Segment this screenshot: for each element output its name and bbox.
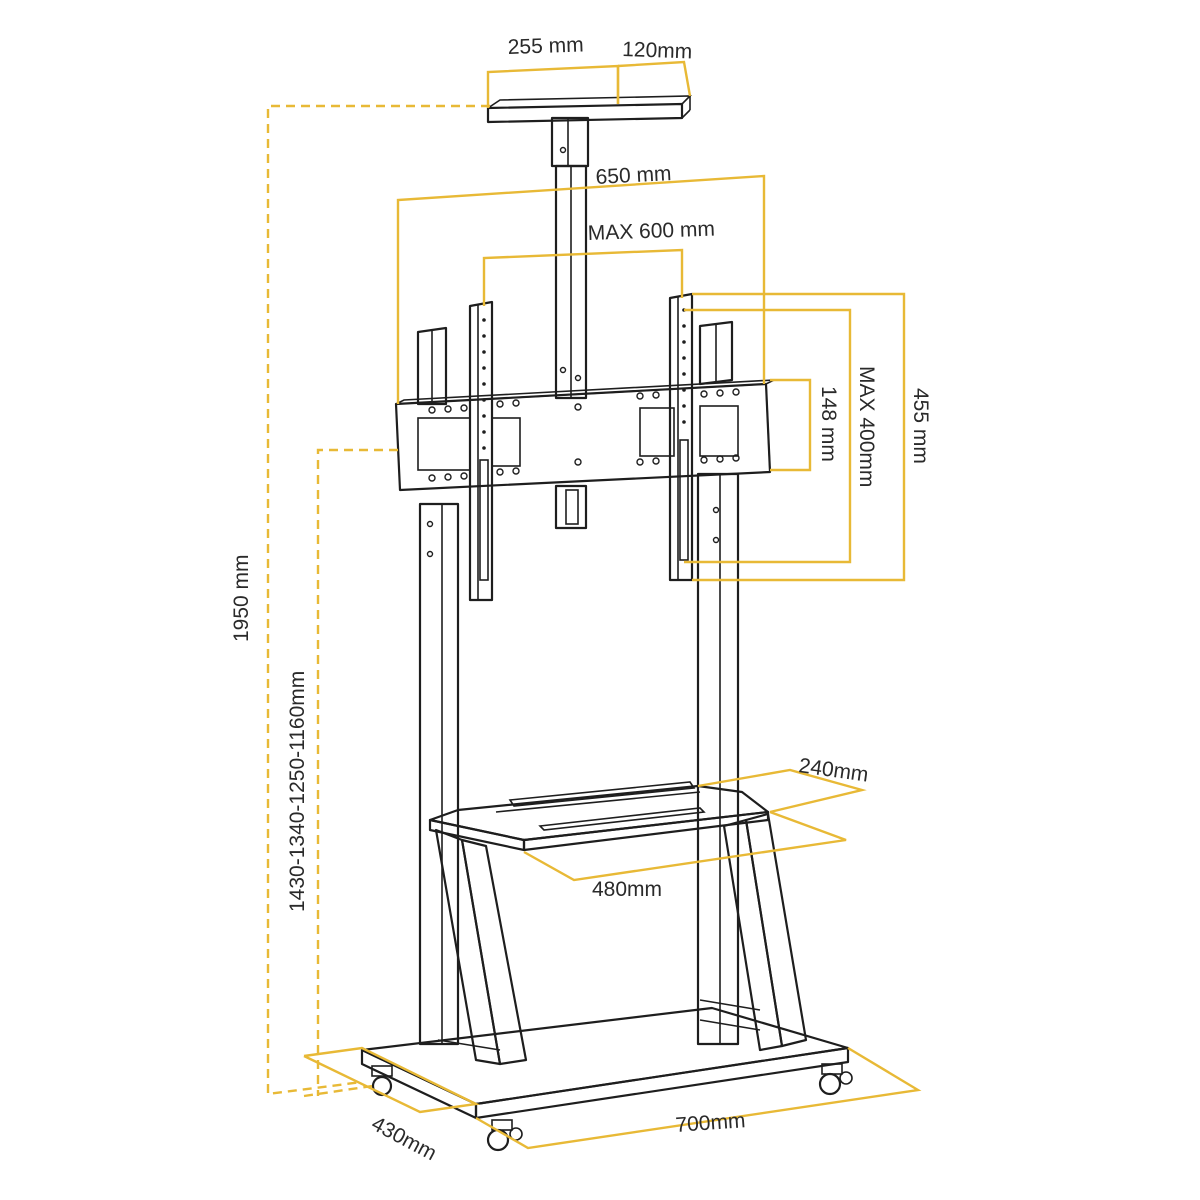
total-height-dimension <box>266 104 490 1096</box>
middle-shelf <box>428 781 770 852</box>
tray-dimension-lines <box>486 60 692 108</box>
camera-tray <box>486 95 692 124</box>
lower-frame-right <box>699 812 808 1052</box>
mount-width-label: 650 mm <box>595 162 672 189</box>
mount-width-dimension <box>396 174 766 404</box>
center-column <box>550 116 590 530</box>
base-width-label: 700mm <box>675 1109 746 1137</box>
base-depth-label: 430mm <box>368 1112 441 1165</box>
right-upright <box>696 320 740 1046</box>
lower-frame-left <box>434 828 528 1066</box>
shelf-depth-dimension <box>697 768 867 814</box>
tray-depth-label: 120mm <box>622 38 693 63</box>
height-settings-dimension <box>303 448 398 1098</box>
bracket-height-label: 148 mm <box>817 386 840 462</box>
shelf-depth-label: 240mm <box>797 754 870 787</box>
base-depth-dimension <box>303 1046 481 1114</box>
caster-wheel <box>371 1065 393 1097</box>
bracket-height-dimension <box>770 378 812 472</box>
vesa-arm-left <box>468 300 494 602</box>
base-platform <box>360 1006 850 1120</box>
arm-height-dimension <box>692 292 906 582</box>
caster-wheel <box>818 1063 853 1096</box>
vesa-vertical-label: MAX 400mm <box>855 366 878 487</box>
height-settings-label: 1430-1340-1250-1160mm <box>286 671 309 912</box>
left-upright <box>416 326 460 1046</box>
vesa-vertical-dimension <box>684 308 852 564</box>
tray-width-label: 255 mm <box>507 33 584 59</box>
shelf-width-label: 480mm <box>592 878 662 901</box>
base-width-dimension <box>475 1046 922 1150</box>
total-height-label: 1950 mm <box>230 554 253 642</box>
vesa-horizontal-dimension <box>482 248 684 306</box>
vesa-horizontal-label: MAX 600 mm <box>587 218 715 245</box>
arm-height-label: 455 mm <box>909 388 932 464</box>
shelf-width-dimension <box>523 810 847 882</box>
